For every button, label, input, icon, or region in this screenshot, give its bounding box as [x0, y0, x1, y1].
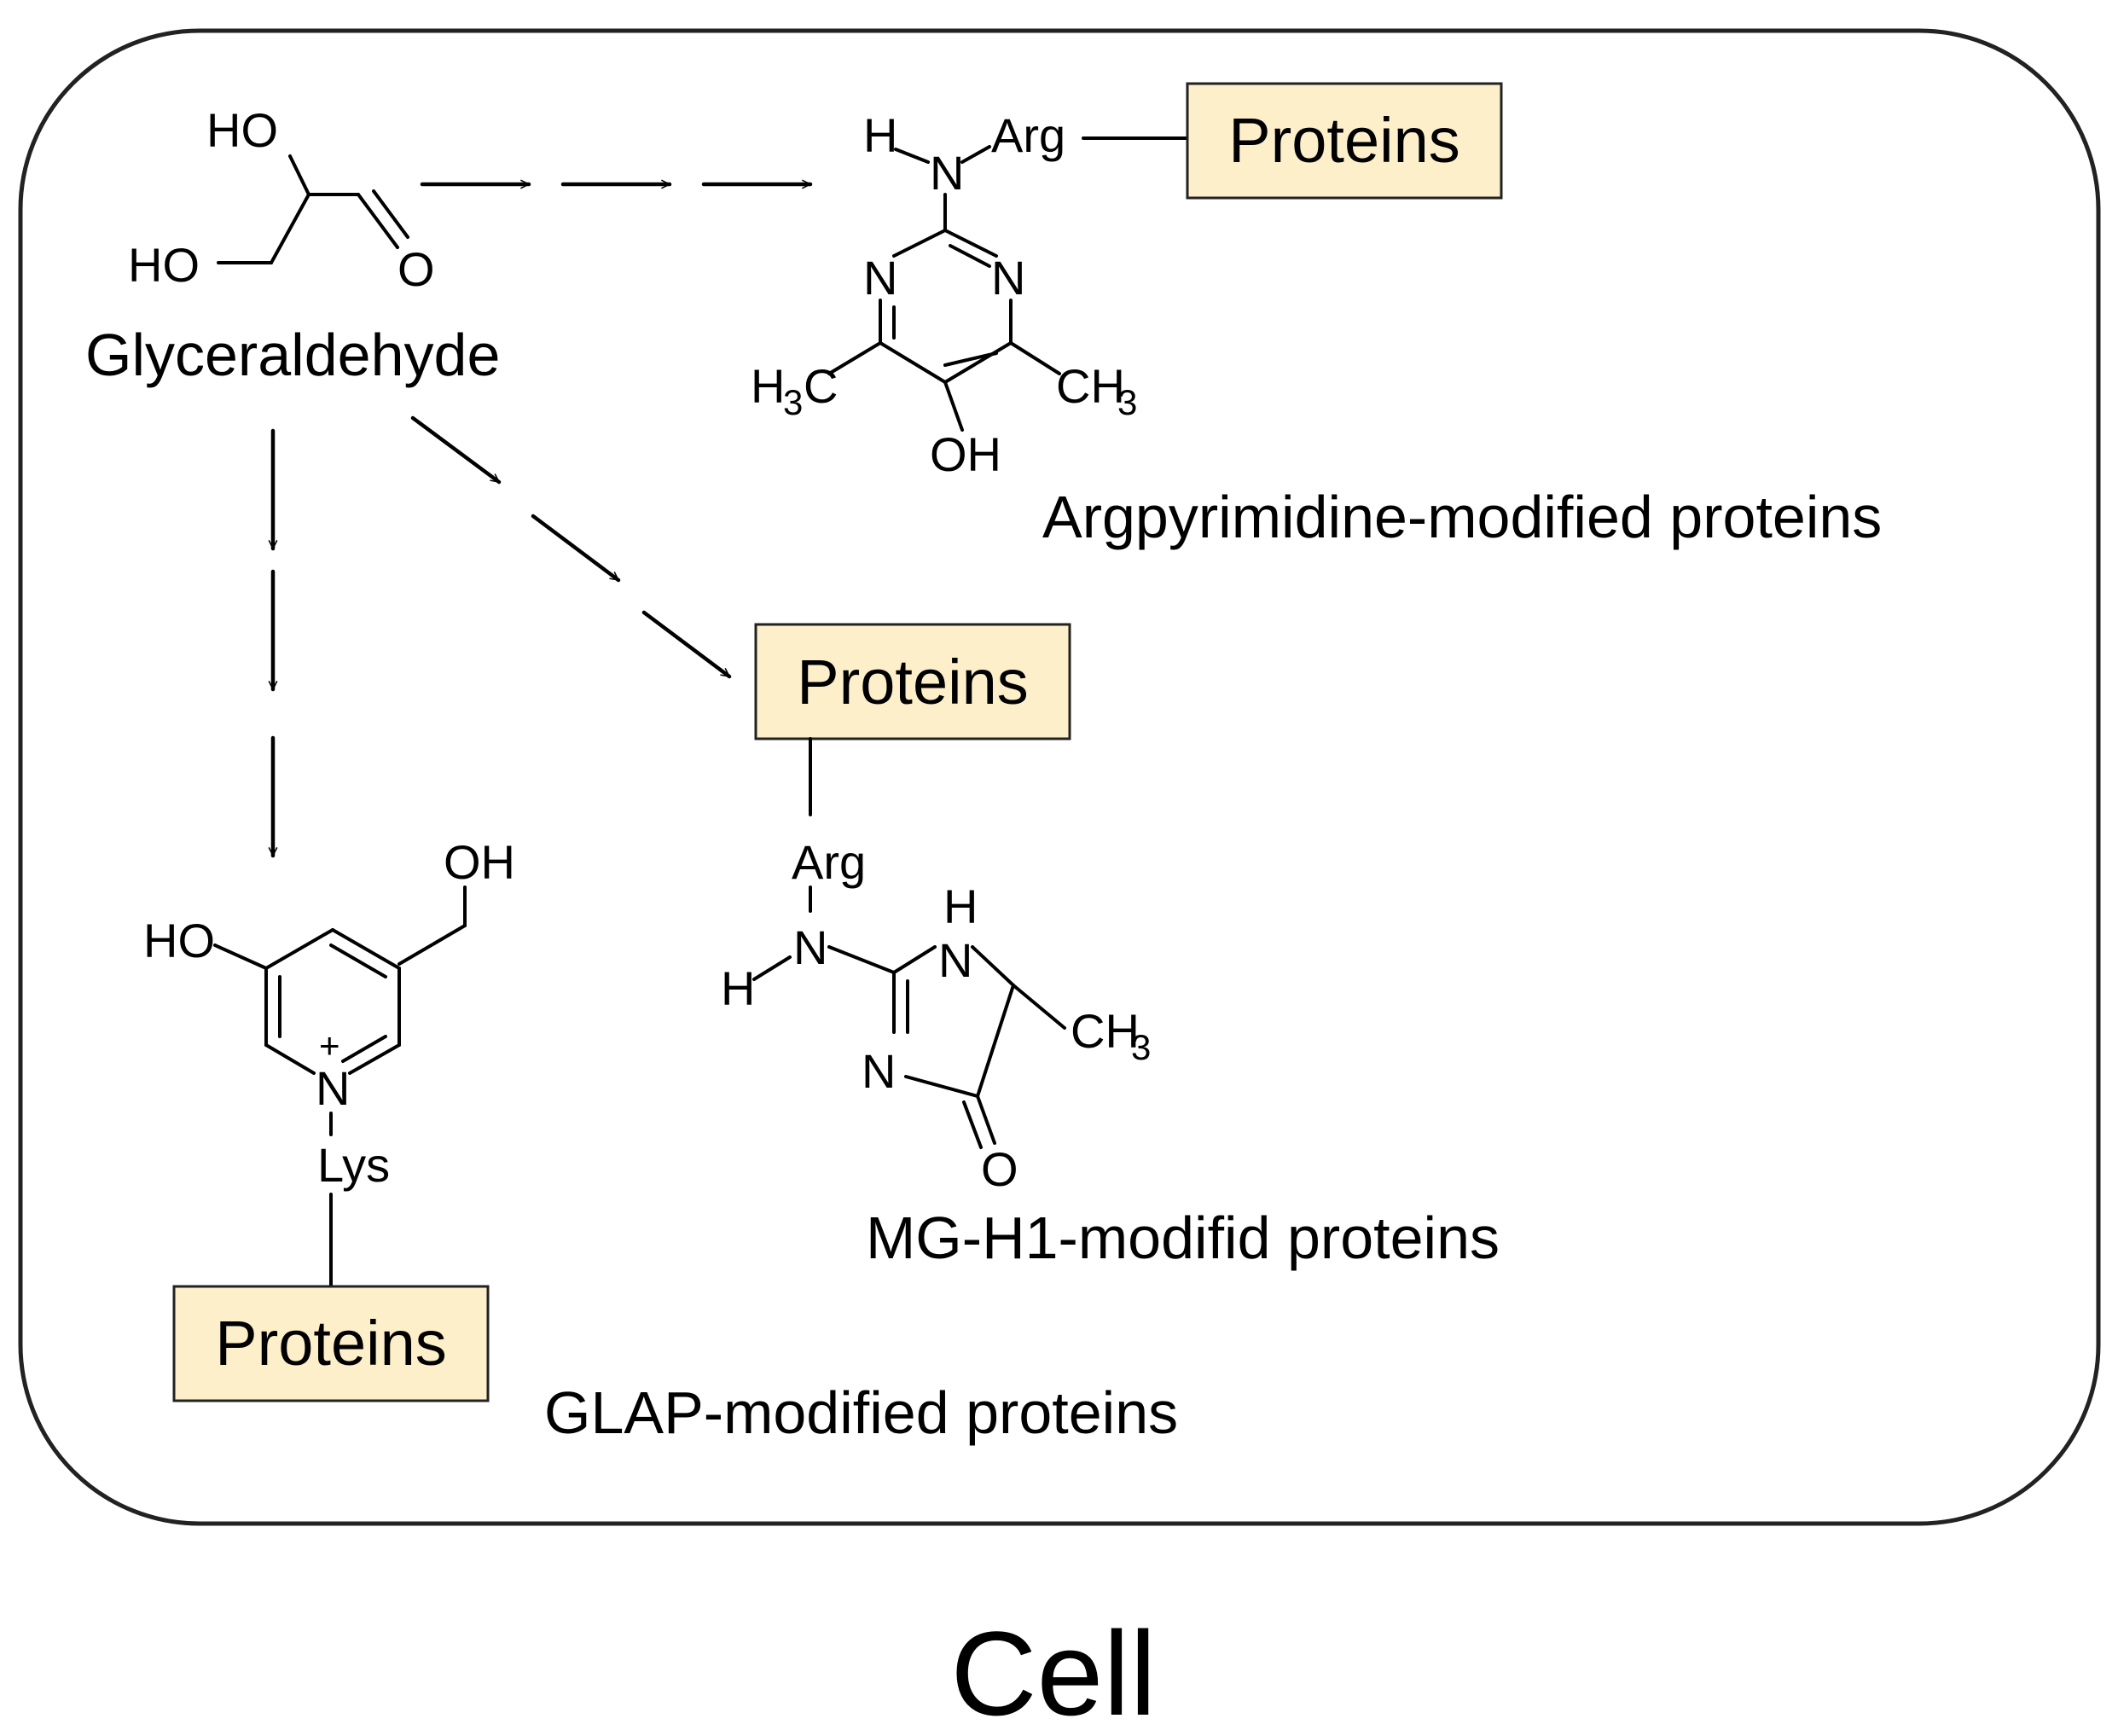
argpyrimidine-methyl-right-ch: CH	[1056, 359, 1125, 413]
glyceraldehyde-o: O	[397, 242, 435, 296]
glap-protein-label: Proteins	[215, 1308, 446, 1379]
mgh1-n-top: N	[938, 933, 972, 987]
argpyrimidine-methyl-left-h: H	[751, 359, 785, 413]
glap-caption: GLAP-modified proteins	[544, 1379, 1178, 1446]
argpyrimidine-structure: H N Arg N N H 3 C CH 3 OH	[751, 108, 1189, 481]
glap-lys: Lys	[317, 1138, 390, 1192]
mgh1-h-side: H	[721, 961, 755, 1015]
argpyrimidine-arg: Arg	[991, 108, 1065, 162]
argpyrimidine-ring-n-left: N	[863, 251, 897, 305]
mgh1-ch-sub: 3	[1131, 1027, 1151, 1067]
argpyrimidine-methyl-left-c: C	[804, 359, 838, 413]
glyceraldehyde-structure: HO HO O	[128, 103, 435, 296]
mgh1-n-ring: N	[862, 1044, 896, 1098]
mgh1-o: O	[981, 1142, 1018, 1196]
glap-structure: OH HO + N Lys	[143, 835, 515, 1288]
glap-plus: +	[319, 1025, 340, 1065]
argpyrimidine-methyl-left-sub: 3	[783, 382, 803, 422]
mgh1-arg: Arg	[792, 835, 866, 889]
argpyrimidine-protein-label: Proteins	[1228, 105, 1459, 176]
argpyrimidine-methyl-right-sub: 3	[1117, 382, 1137, 422]
glyceraldehyde-label: Glyceraldehyde	[85, 322, 500, 388]
cell-label: Cell	[950, 1606, 1156, 1732]
mgh1-ch: CH	[1071, 1004, 1140, 1058]
cell-boundary	[18, 28, 2101, 1526]
mgh1-protein-box	[754, 623, 1071, 740]
mgh1-h-top: H	[943, 880, 978, 933]
glyceraldehyde-ho-top: HO	[206, 103, 278, 157]
mgh1-n-side: N	[793, 920, 827, 974]
arrows-to-mgh1	[410, 415, 732, 679]
argpyrimidine-ring-n-right: N	[991, 251, 1025, 305]
argpyrimidine-oh: OH	[930, 427, 1001, 481]
argpyrimidine-protein-box	[1186, 82, 1503, 200]
argpyrimidine-n-link: N	[930, 146, 964, 200]
mgh1-caption: MG-H1-modifid proteins	[866, 1205, 1500, 1271]
glap-oh: OH	[444, 835, 515, 889]
mgh1-structure: Arg N H H N N O CH 3	[721, 737, 1151, 1196]
glap-ho: HO	[143, 914, 215, 967]
glap-protein-box	[172, 1285, 490, 1402]
glyceraldehyde-ho-bottom: HO	[128, 238, 200, 292]
glap-n: N	[316, 1061, 350, 1115]
argpyrimidine-caption: Argpyrimidine-modified proteins	[1042, 484, 1882, 550]
argpyrimidine-h: H	[863, 108, 897, 162]
mgh1-protein-label: Proteins	[797, 647, 1028, 717]
